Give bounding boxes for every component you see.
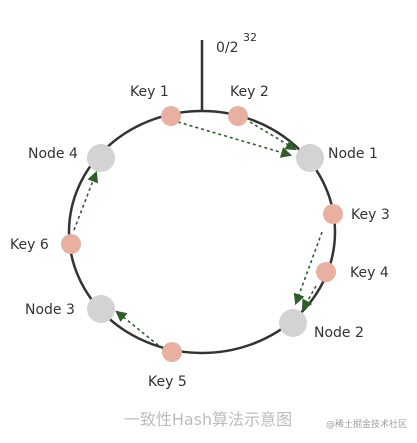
key3-marker [323, 204, 343, 224]
key2-label: Key 2 [230, 84, 269, 100]
key4-marker [316, 262, 336, 282]
arrow-key3-to-node2 [293, 231, 323, 306]
key1-label: Key 1 [130, 84, 169, 100]
key5-label: Key 5 [148, 374, 187, 390]
arrow-key1-to-node1 [177, 121, 293, 158]
ring-origin-exponent: 32 [243, 31, 257, 44]
key6-label: Key 6 [10, 237, 49, 253]
mapping-arrows [73, 121, 323, 350]
arrow-key2-to-node1 [249, 121, 297, 151]
key3-label: Key 3 [351, 207, 390, 223]
arrow-key6-to-node4 [73, 170, 98, 231]
key5-marker [162, 342, 182, 362]
node1-marker [296, 144, 324, 172]
watermark: @稀土掘金技术社区 [326, 418, 407, 430]
key2-marker [228, 106, 248, 126]
node2-marker [279, 309, 307, 337]
key1-marker [161, 106, 181, 126]
node2-label: Node 2 [314, 325, 364, 341]
node4-marker [87, 144, 115, 172]
keys-group [61, 106, 343, 362]
node1-label: Node 1 [328, 146, 378, 162]
ring-origin-label: 0/2 32 [216, 31, 257, 56]
key6-marker [61, 234, 81, 254]
diagram-caption: 一致性Hash算法示意图 [124, 410, 292, 429]
node4-label: Node 4 [28, 146, 78, 162]
arrow-key4-to-node2 [301, 285, 317, 311]
arrow-key5-to-node3 [115, 310, 164, 350]
ring-origin-base: 0/2 [216, 40, 239, 56]
node3-marker [87, 295, 115, 323]
key4-label: Key 4 [350, 265, 389, 281]
nodes-group [87, 144, 324, 337]
node3-label: Node 3 [25, 302, 75, 318]
